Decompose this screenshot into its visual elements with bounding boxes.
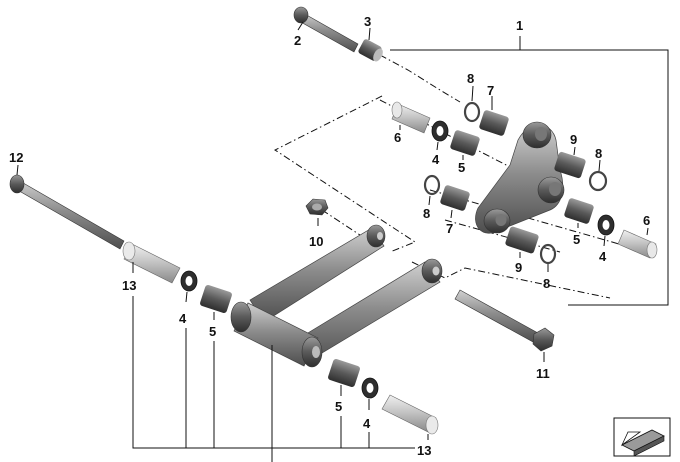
bushing-part-7-lower (440, 185, 470, 211)
leader-4b (603, 235, 606, 247)
bushing-part-5-left (200, 284, 232, 314)
bushing-part-5-right (564, 198, 594, 224)
callout-13b: 13 (417, 443, 431, 458)
ring-part-8-upper-right (588, 170, 608, 192)
callout-8b: 8 (595, 146, 602, 161)
callout-9b: 9 (515, 260, 522, 275)
callout-11: 11 (536, 366, 550, 381)
bushing-part-9-upper (554, 151, 586, 179)
callout-5b: 5 (573, 232, 580, 247)
leader-12 (16, 164, 19, 176)
dash-line-upper (379, 54, 461, 103)
callout-12: 12 (9, 150, 23, 165)
leader-6b (646, 227, 649, 236)
bracket-13-bottom (132, 296, 415, 449)
leader-8b (598, 159, 601, 172)
leader-3 (368, 27, 371, 41)
bushing-part-7-upper (479, 110, 509, 136)
callout-5c: 5 (209, 324, 216, 339)
orientation-arrow-icon (613, 417, 671, 457)
leader-7b (450, 209, 453, 219)
callout-4c: 4 (179, 311, 187, 326)
leader-8a (471, 85, 474, 102)
callout-8d: 8 (543, 276, 550, 291)
leader-4c (185, 291, 188, 303)
callout-4b: 4 (599, 249, 607, 264)
bolt-part-11 (454, 289, 555, 352)
dash-line-axis-low (444, 219, 561, 253)
callout-13a: 13 (122, 278, 136, 293)
dash-line-nut (321, 209, 361, 236)
bushing-part-3 (358, 39, 383, 62)
callout-1: 1 (516, 18, 523, 33)
bushing-part-5-upper (450, 130, 480, 156)
sleeve-part-13-right (381, 394, 439, 435)
swing-arm-fork (230, 224, 443, 368)
ring-part-8-upper-left (463, 101, 481, 123)
ring-part-8-lower (539, 243, 557, 265)
leader-4a (436, 141, 439, 151)
triangular-link (475, 121, 565, 234)
bushing-part-9-lower (505, 226, 539, 254)
bushing-part-5-lower (328, 358, 360, 388)
callout-5d: 5 (335, 399, 342, 414)
callout-8c: 8 (423, 206, 430, 221)
callout-10: 10 (309, 234, 323, 249)
callout-2: 2 (294, 33, 301, 48)
callout-3: 3 (364, 14, 371, 29)
sleeve-part-6-upper (391, 101, 431, 134)
callout-6b: 6 (643, 213, 650, 228)
callout-7a: 7 (487, 83, 494, 98)
sleeve-part-13-left (122, 241, 181, 284)
bolt-part-12 (9, 174, 125, 250)
callout-8a: 8 (467, 71, 474, 86)
leader-9a (573, 146, 576, 156)
callout-5a: 5 (458, 160, 465, 175)
callout-6a: 6 (394, 130, 401, 145)
callout-9a: 9 (570, 132, 577, 147)
ring-part-8-middle-left (423, 174, 441, 196)
callout-4a: 4 (432, 152, 440, 167)
callout-7b: 7 (446, 221, 453, 236)
nut-part-10 (305, 198, 329, 216)
dash-line-left-box (274, 95, 417, 253)
leader-2 (297, 21, 304, 31)
leader-8c (428, 195, 431, 206)
bolt-part-2 (293, 6, 359, 53)
callout-4d: 4 (363, 416, 371, 431)
sleeve-part-6-lower (617, 229, 658, 259)
assembly-outline-box (390, 49, 669, 306)
